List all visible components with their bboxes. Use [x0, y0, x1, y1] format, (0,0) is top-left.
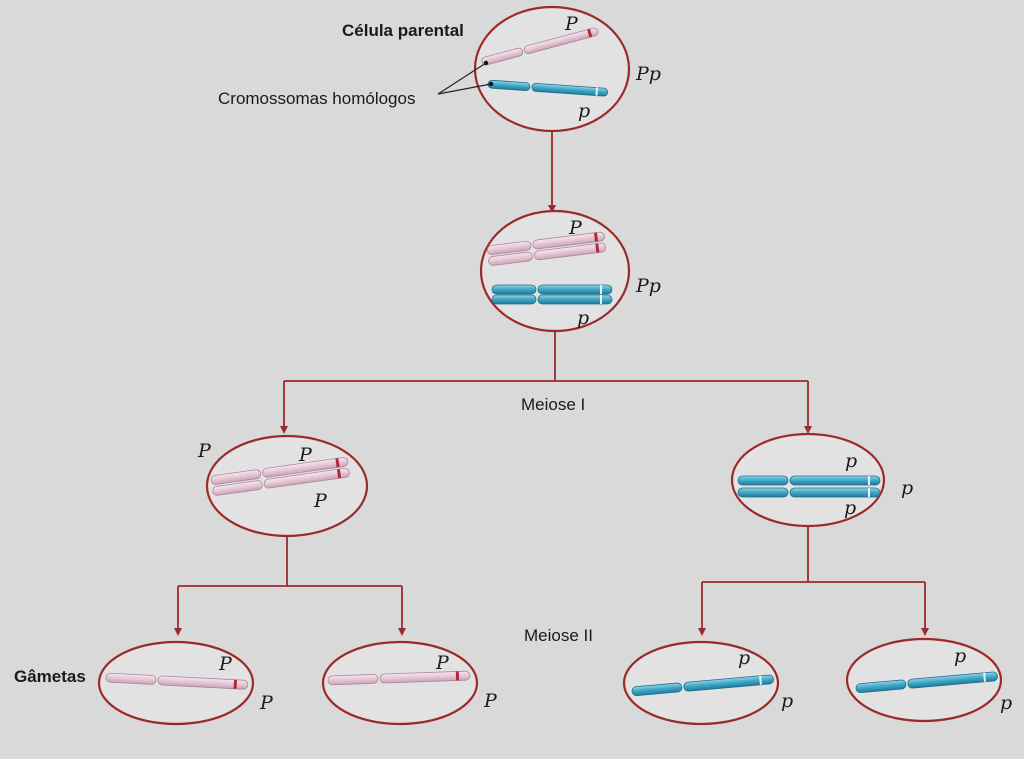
allele-label: P: [298, 444, 313, 466]
gamete-cell-2: P P: [321, 640, 498, 726]
arrow-down-icon: [698, 628, 706, 636]
cell-outline: [473, 5, 631, 133]
gametes-label: Gâmetas: [14, 667, 86, 686]
allele-label: P: [218, 653, 233, 675]
chromosome-pink: [481, 27, 599, 66]
allele-label: p: [738, 647, 750, 669]
parent-cell: P p Pp: [437, 5, 661, 133]
allele-label: p: [578, 100, 590, 122]
allele-label: P: [483, 690, 498, 712]
chromosome-blue: [487, 79, 609, 97]
chromosome-blue: [855, 671, 998, 694]
arrow-down-icon: [280, 426, 288, 434]
allele-label: P: [313, 490, 328, 512]
allele-label: p: [901, 477, 913, 499]
connectors: [174, 132, 929, 636]
allele-label: P: [259, 692, 274, 714]
meiosis-1-right-cell: p p p: [730, 432, 913, 528]
meiosis-2-label: Meiose II: [524, 626, 593, 645]
pointer-line: [437, 83, 492, 95]
homologous-label: Cromossomas homólogos: [218, 89, 415, 108]
genotype-label: Pp: [635, 275, 661, 297]
chromosome-pink: [105, 672, 249, 690]
parent-cell-label: Célula parental: [342, 21, 464, 40]
arrow-down-icon: [398, 628, 406, 636]
chromosome-blue: [631, 674, 774, 697]
allele-label: p: [577, 307, 589, 329]
gamete-cell-1: P P: [97, 640, 274, 726]
chromosome-blue-replicated: [491, 284, 613, 305]
allele-label: P: [568, 217, 583, 239]
allele-label: P: [197, 440, 212, 462]
chromosome-blue-replicated: [737, 475, 881, 498]
arrow-down-icon: [174, 628, 182, 636]
meiosis-1-label: Meiose I: [521, 395, 585, 414]
allele-label: p: [844, 497, 856, 519]
allele-label: P: [435, 652, 450, 674]
gamete-cell-3: p p: [622, 640, 793, 726]
gamete-cell-4: p p: [845, 637, 1012, 723]
chromosome-pink-replicated: [210, 457, 350, 496]
chromosome-pink-replicated: [486, 231, 607, 266]
cell-outline: [479, 209, 631, 333]
cell-outline: [321, 640, 479, 726]
replicated-cell: P p Pp: [479, 209, 661, 333]
chromosome-pink: [327, 670, 471, 686]
allele-label: p: [845, 450, 857, 472]
arrow-down-icon: [804, 426, 812, 434]
allele-label: p: [1000, 692, 1012, 714]
genotype-label: Pp: [635, 63, 661, 85]
meiosis-1-left-cell: P P P: [197, 434, 369, 538]
arrow-down-icon: [548, 205, 556, 213]
allele-label: p: [781, 690, 793, 712]
pointer-line: [437, 62, 487, 95]
allele-label: p: [954, 645, 966, 667]
arrow-down-icon: [921, 628, 929, 636]
allele-label: P: [564, 13, 579, 35]
